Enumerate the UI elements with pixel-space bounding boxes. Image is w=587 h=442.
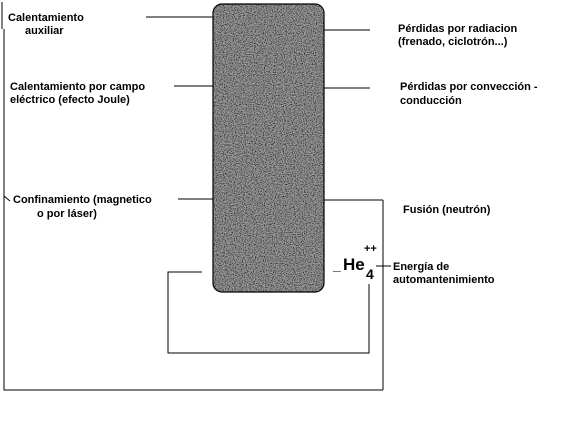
helium-subscript: 4 [366, 266, 374, 282]
confinement-label: Confinamiento (magnetico o por láser) [13, 194, 155, 220]
helium-prefix: _ [332, 257, 341, 273]
feedback-loop-line [167, 271, 370, 354]
convection-losses-label: Pérdidas por convección - conducción [400, 81, 541, 107]
fusion-label: Fusión (neutrón) [403, 204, 491, 216]
helium-4-formula: _ He ++ 4 [332, 243, 377, 282]
self-sustaining-label: Energía de automantenimiento [393, 261, 495, 286]
plasma-column [212, 3, 325, 293]
joule-heating-label: Calentamiento por campo eléctrico (efect… [10, 81, 148, 106]
right-bracket-line [364, 199, 384, 390]
helium-symbol: He [343, 255, 365, 274]
radiation-losses-label: Pérdidas por radiacion (frenado, ciclotr… [398, 23, 520, 48]
helium-superscript: ++ [364, 243, 377, 255]
aux-heating-label: Calentamiento auxiliar [8, 12, 87, 37]
left-frame-line [1, 2, 383, 391]
